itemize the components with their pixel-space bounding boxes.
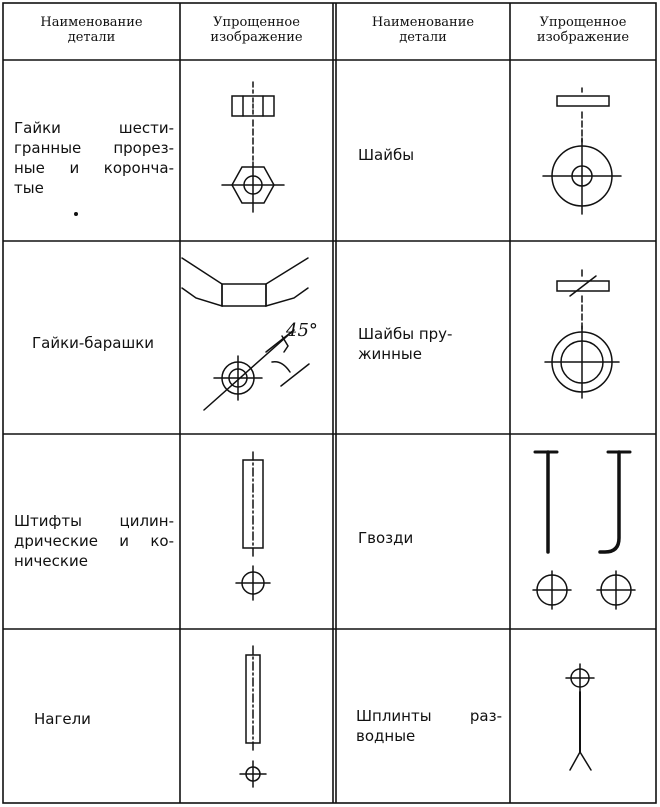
stray-dot (74, 212, 78, 216)
spring-washer-drawing (544, 269, 620, 399)
part-name-spring-washers: Шайбы пру- жинные (358, 325, 453, 363)
part-name-nails: Гвозди (358, 529, 414, 547)
part-name-dowels: Нагели (34, 710, 91, 728)
washer-drawing (542, 87, 622, 215)
part-name-wing-nuts: Гайки-барашки (32, 334, 154, 352)
header-simplified-image-right: Упрощенное изображение (536, 15, 630, 45)
header-part-name-left: Наименование детали (40, 15, 143, 45)
part-name-cotter-pins: Шплинты раз- водные (356, 707, 502, 745)
part-name-pins: Штифты цилин- дрические и ко- нические (14, 512, 174, 570)
nails-drawing (532, 450, 636, 610)
pin-drawing (235, 451, 271, 601)
dowel-drawing (239, 645, 267, 788)
header-part-name-right: Наименование детали (371, 15, 475, 45)
cotter-pin-drawing (565, 663, 595, 771)
hex-nut-drawing (221, 81, 285, 213)
angle-label: 45° (285, 320, 318, 341)
wing-nut-drawing (181, 257, 310, 411)
part-name-washers: Шайбы (358, 146, 415, 164)
header-simplified-image-left: Упрощенное изображение (210, 15, 303, 45)
part-name-hex-nuts: Гайки шести- гранные прорез- ные и корон… (14, 119, 174, 197)
